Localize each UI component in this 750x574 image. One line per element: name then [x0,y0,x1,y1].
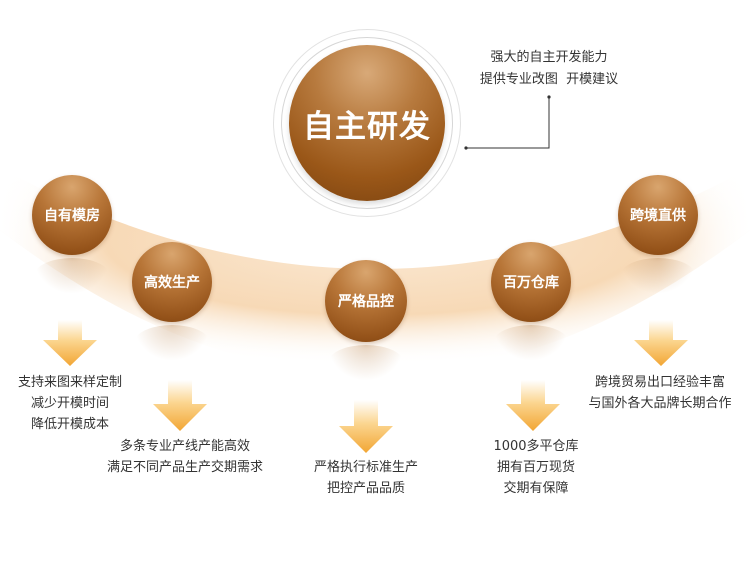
text-line: 多条专业产线产能高效 [119,439,250,454]
text-line: 降低开模成本 [30,417,109,432]
text-line: 交期有保障 [503,481,569,496]
node-warehouse: 百万仓库 [491,242,571,322]
arrow-icon [153,380,207,431]
node-text-mold-room: 支持来图来样定制 减少开模时间 降低开模成本 [0,372,140,435]
center-circle-rnd: 自主研发 [289,45,445,201]
arrow-icon [634,320,688,366]
text-line: 1000多平仓库 [493,439,579,454]
node-title: 跨境直供 [630,208,686,224]
reflection [34,258,110,294]
text-line: 减少开模时间 [30,396,109,411]
text-line: 支持来图来样定制 [17,375,122,390]
node-title: 百万仓库 [503,275,559,291]
node-quality: 严格品控 [325,260,407,342]
node-mold-room: 自有模房 [32,175,112,255]
reflection [134,325,210,361]
node-production: 高效生产 [132,242,212,322]
node-text-cross-border: 跨境贸易出口经验丰富 与国外各大品牌长期合作 [575,372,745,414]
reflection [328,345,404,381]
text-line: 把控产品品质 [326,481,405,496]
text-line: 与国外各大品牌长期合作 [588,396,732,411]
node-text-quality: 严格执行标准生产 把控产品品质 [291,457,441,499]
text-line: 拥有百万现货 [496,460,575,475]
outer-ring [273,29,461,217]
center-title: 自主研发 [303,108,431,145]
description-line: 提供专业改图 开模建议 [479,72,619,87]
node-title: 自有模房 [44,208,100,224]
node-cross-border: 跨境直供 [618,175,698,255]
reflection [620,258,696,294]
node-text-warehouse: 1000多平仓库 拥有百万现货 交期有保障 [476,436,596,499]
reflection [493,325,569,361]
text-line: 严格执行标准生产 [313,460,418,475]
description-line: 强大的自主开发能力 [490,50,608,65]
text-line: 跨境贸易出口经验丰富 [594,375,725,390]
text-line: 满足不同产品生产交期需求 [106,460,263,475]
arrow-icon [43,320,97,366]
arrow-icon [506,380,560,431]
inner-ring [281,37,453,209]
center-description: 强大的自主开发能力 提供专业改图 开模建议 [474,47,624,91]
node-title: 高效生产 [144,275,200,291]
connector-line [466,97,550,149]
node-text-production: 多条专业产线产能高效 满足不同产品生产交期需求 [90,436,280,478]
node-title: 严格品控 [338,294,394,310]
arrow-icon [339,400,393,453]
